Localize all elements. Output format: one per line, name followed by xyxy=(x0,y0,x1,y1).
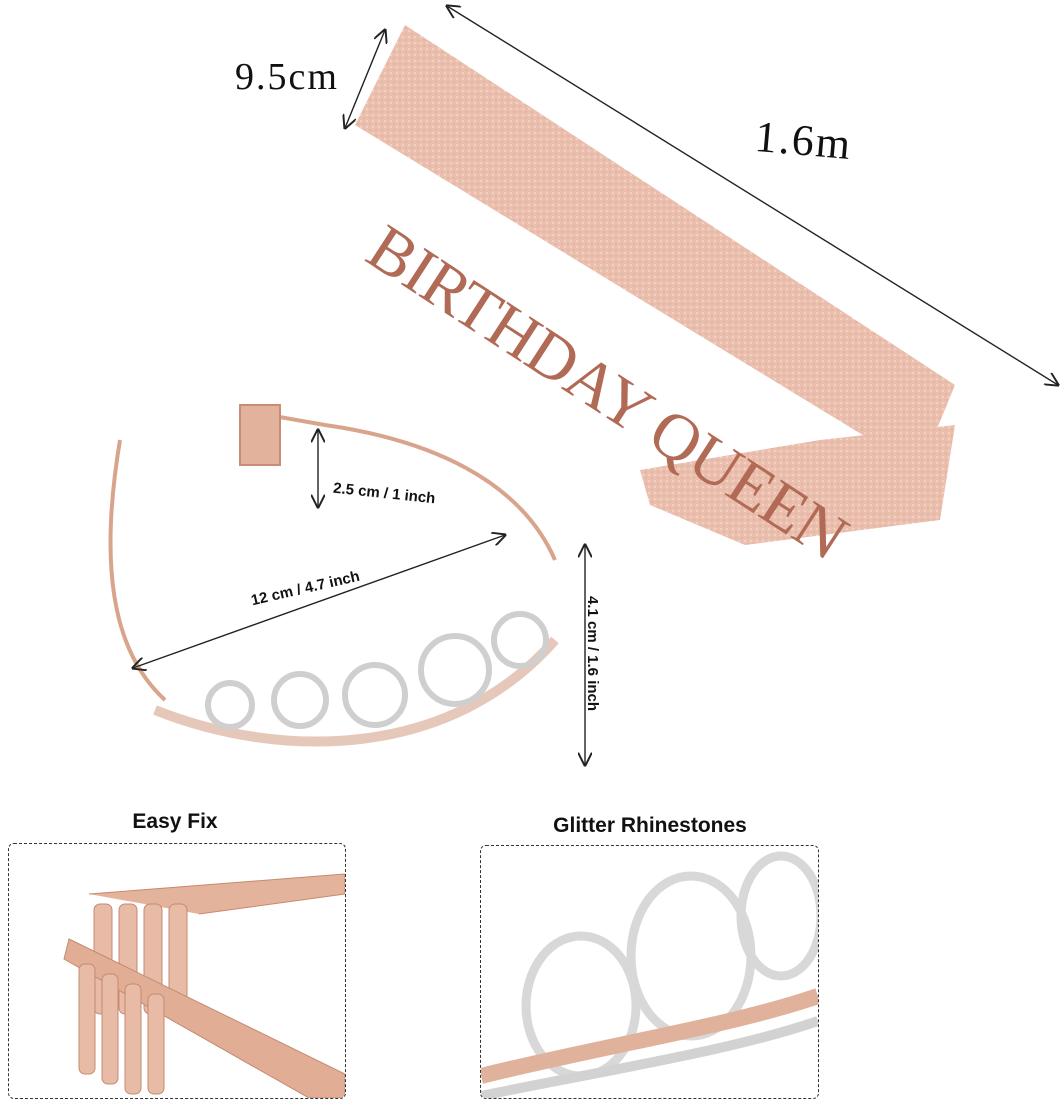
easy-fix-detail xyxy=(8,843,346,1099)
sash-length-arrow xyxy=(447,6,1058,385)
tiara-width-arrow xyxy=(133,535,505,668)
easy-fix-caption: Easy Fix xyxy=(132,810,218,833)
glitter-rhinestones-caption: Glitter Rhinestones xyxy=(553,814,747,837)
sash-width-label: 9.5cm xyxy=(235,56,339,98)
rhinestone-closeup xyxy=(481,851,818,1098)
comb-closeup xyxy=(63,873,345,1098)
sash-length-label: 1.6m xyxy=(753,111,855,170)
tiara xyxy=(108,404,559,747)
sash-width-arrow xyxy=(345,30,385,128)
tiara-height-label: 4.1 cm / 1.6 inch xyxy=(584,595,602,712)
rhinestones-detail xyxy=(480,845,819,1099)
